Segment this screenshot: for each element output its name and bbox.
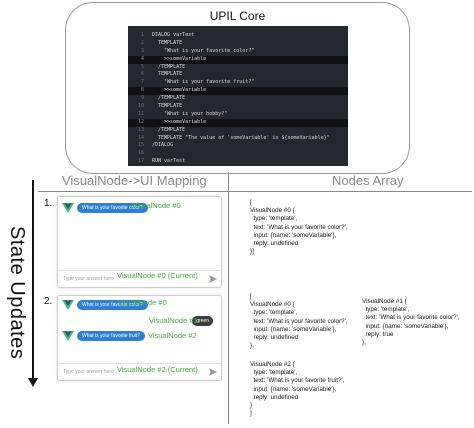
nodes-array-step2-node2: VisualNode #2 { type: 'template', text: … xyxy=(250,361,345,418)
line-number: 5 xyxy=(140,63,144,70)
code-line: 14 TEMPLATE "The value of 'someVariable'… xyxy=(128,135,348,143)
code-line: 16 xyxy=(128,150,348,158)
line-number: 2 xyxy=(140,39,144,46)
line-number: 14 xyxy=(137,134,144,141)
header-divider xyxy=(38,191,472,192)
reply-node-label: VisualNode #1 xyxy=(149,316,198,325)
send-icon[interactable] xyxy=(209,275,217,283)
code-text: /DIALOG xyxy=(152,142,174,149)
code-line: 15/DIALOG xyxy=(128,142,348,150)
user-reply-bubble: green xyxy=(192,316,213,326)
line-number: 17 xyxy=(137,158,144,165)
code-line: 7 "What is your favorite fruit?" xyxy=(128,79,348,87)
code-text: TEMPLATE xyxy=(152,39,183,46)
bot-message: What is your favorite color? xyxy=(62,300,148,310)
visualnode-label: VisualNode #0 xyxy=(118,298,167,307)
answer-bar: Type your answer here xyxy=(58,363,221,380)
nodes-array-step1: [ VisualNode #0 { type: 'template', text… xyxy=(250,199,348,256)
ui-mapping-header: VisualNode->UI Mapping xyxy=(62,173,207,188)
code-text: TEMPLATE "The value of 'someVariable' is… xyxy=(152,134,330,141)
vue-logo-icon xyxy=(62,331,74,341)
answer-bar: Type your answer here xyxy=(58,270,221,287)
code-text: /TEMPLATE xyxy=(152,63,186,70)
line-number: 6 xyxy=(140,71,144,78)
line-number: 16 xyxy=(137,150,144,157)
code-line: 11 "What is your hobby?" xyxy=(128,111,348,119)
vue-logo-icon xyxy=(62,203,74,213)
code-text: >>someVariable xyxy=(152,87,207,94)
line-number: 3 xyxy=(140,47,144,54)
nodes-array-header: Nodes Array xyxy=(332,173,404,188)
chat-window: What is your favorite color? green What … xyxy=(57,295,222,381)
code-line: 13 /TEMPLATE xyxy=(128,127,348,135)
code-text: RUN varTest xyxy=(152,158,186,165)
line-number: 10 xyxy=(137,103,144,110)
code-text: /TEMPLATE xyxy=(152,95,186,102)
bot-bubble: What is your favorite color? xyxy=(77,203,148,213)
state-updates-label: State Updates xyxy=(6,226,28,360)
line-number: 8 xyxy=(140,87,144,94)
answer-input[interactable]: Type your answer here xyxy=(63,369,114,375)
code-line: 17 RUN varTest xyxy=(128,158,348,166)
code-text: DIALOG varTest xyxy=(152,32,195,38)
current-node-label: VisualNode #2 (Current) xyxy=(117,365,198,374)
bot-bubble: What is your favorite color? xyxy=(77,300,148,310)
code-text: TEMPLATE xyxy=(152,71,183,78)
code-line: 6 TEMPLATE xyxy=(128,71,348,79)
line-number: 9 xyxy=(140,95,144,102)
code-text: TEMPLATE xyxy=(152,103,183,110)
visualnode-label: VisualNode #2 xyxy=(148,331,197,340)
visualnode-label: VisualNode #0 xyxy=(132,201,181,210)
code-line: 5 /TEMPLATE xyxy=(128,64,348,72)
code-text: /TEMPLATE xyxy=(152,126,186,133)
line-number: 4 xyxy=(140,55,144,62)
line-number: 11 xyxy=(137,110,144,117)
code-line: 8 >>someVariable xyxy=(128,87,348,96)
nodes-array-step2-node1: VisualNode #1 { type: 'template', text: … xyxy=(362,298,460,347)
line-number: 12 xyxy=(137,118,144,125)
code-text: "What is your hobby?" xyxy=(152,110,228,117)
line-number: 7 xyxy=(140,79,144,86)
code-line: 2 TEMPLATE xyxy=(128,40,348,48)
column-divider xyxy=(228,172,229,424)
bot-message: What is your favorite color? xyxy=(62,203,148,213)
vue-logo-icon xyxy=(62,300,74,310)
line-number: 1 xyxy=(140,32,144,38)
code-line: 12 >>someVariable xyxy=(128,118,348,127)
code-text: >>someVariable xyxy=(152,118,207,125)
code-text: >>someVariable xyxy=(152,55,207,62)
code-line: 4 >>someVariable xyxy=(128,55,348,64)
code-line: 1 DIALOG varTest xyxy=(128,32,348,40)
current-node-label: VisualNode #0 (Current) xyxy=(117,271,198,280)
step-number: 1. xyxy=(44,198,53,209)
answer-input[interactable]: Type your answer here xyxy=(63,276,114,282)
bot-bubble: What is your favorite fruit? xyxy=(77,331,146,341)
line-number: 15 xyxy=(137,142,144,149)
timeline-arrow xyxy=(32,180,34,380)
code-line: 3 "What is your favorite color?" xyxy=(128,48,348,56)
code-line: 9 /TEMPLATE xyxy=(128,95,348,103)
line-number: 13 xyxy=(137,126,144,133)
code-text: "What is your favorite color?" xyxy=(152,47,255,54)
core-title: UPIL Core xyxy=(209,9,266,23)
bot-message: What is your favorite fruit? xyxy=(62,331,146,341)
arrow-down-icon xyxy=(28,378,38,387)
send-icon[interactable] xyxy=(209,368,217,376)
code-text: "What is your favorite fruit?" xyxy=(152,79,255,86)
code-line: 10 TEMPLATE xyxy=(128,103,348,111)
step-number: 2. xyxy=(44,296,53,307)
chat-window: What is your favorite color? Type your a… xyxy=(57,196,222,288)
nodes-array-step2-node0: [ VisualNode #0 { type: 'template', text… xyxy=(250,293,348,350)
